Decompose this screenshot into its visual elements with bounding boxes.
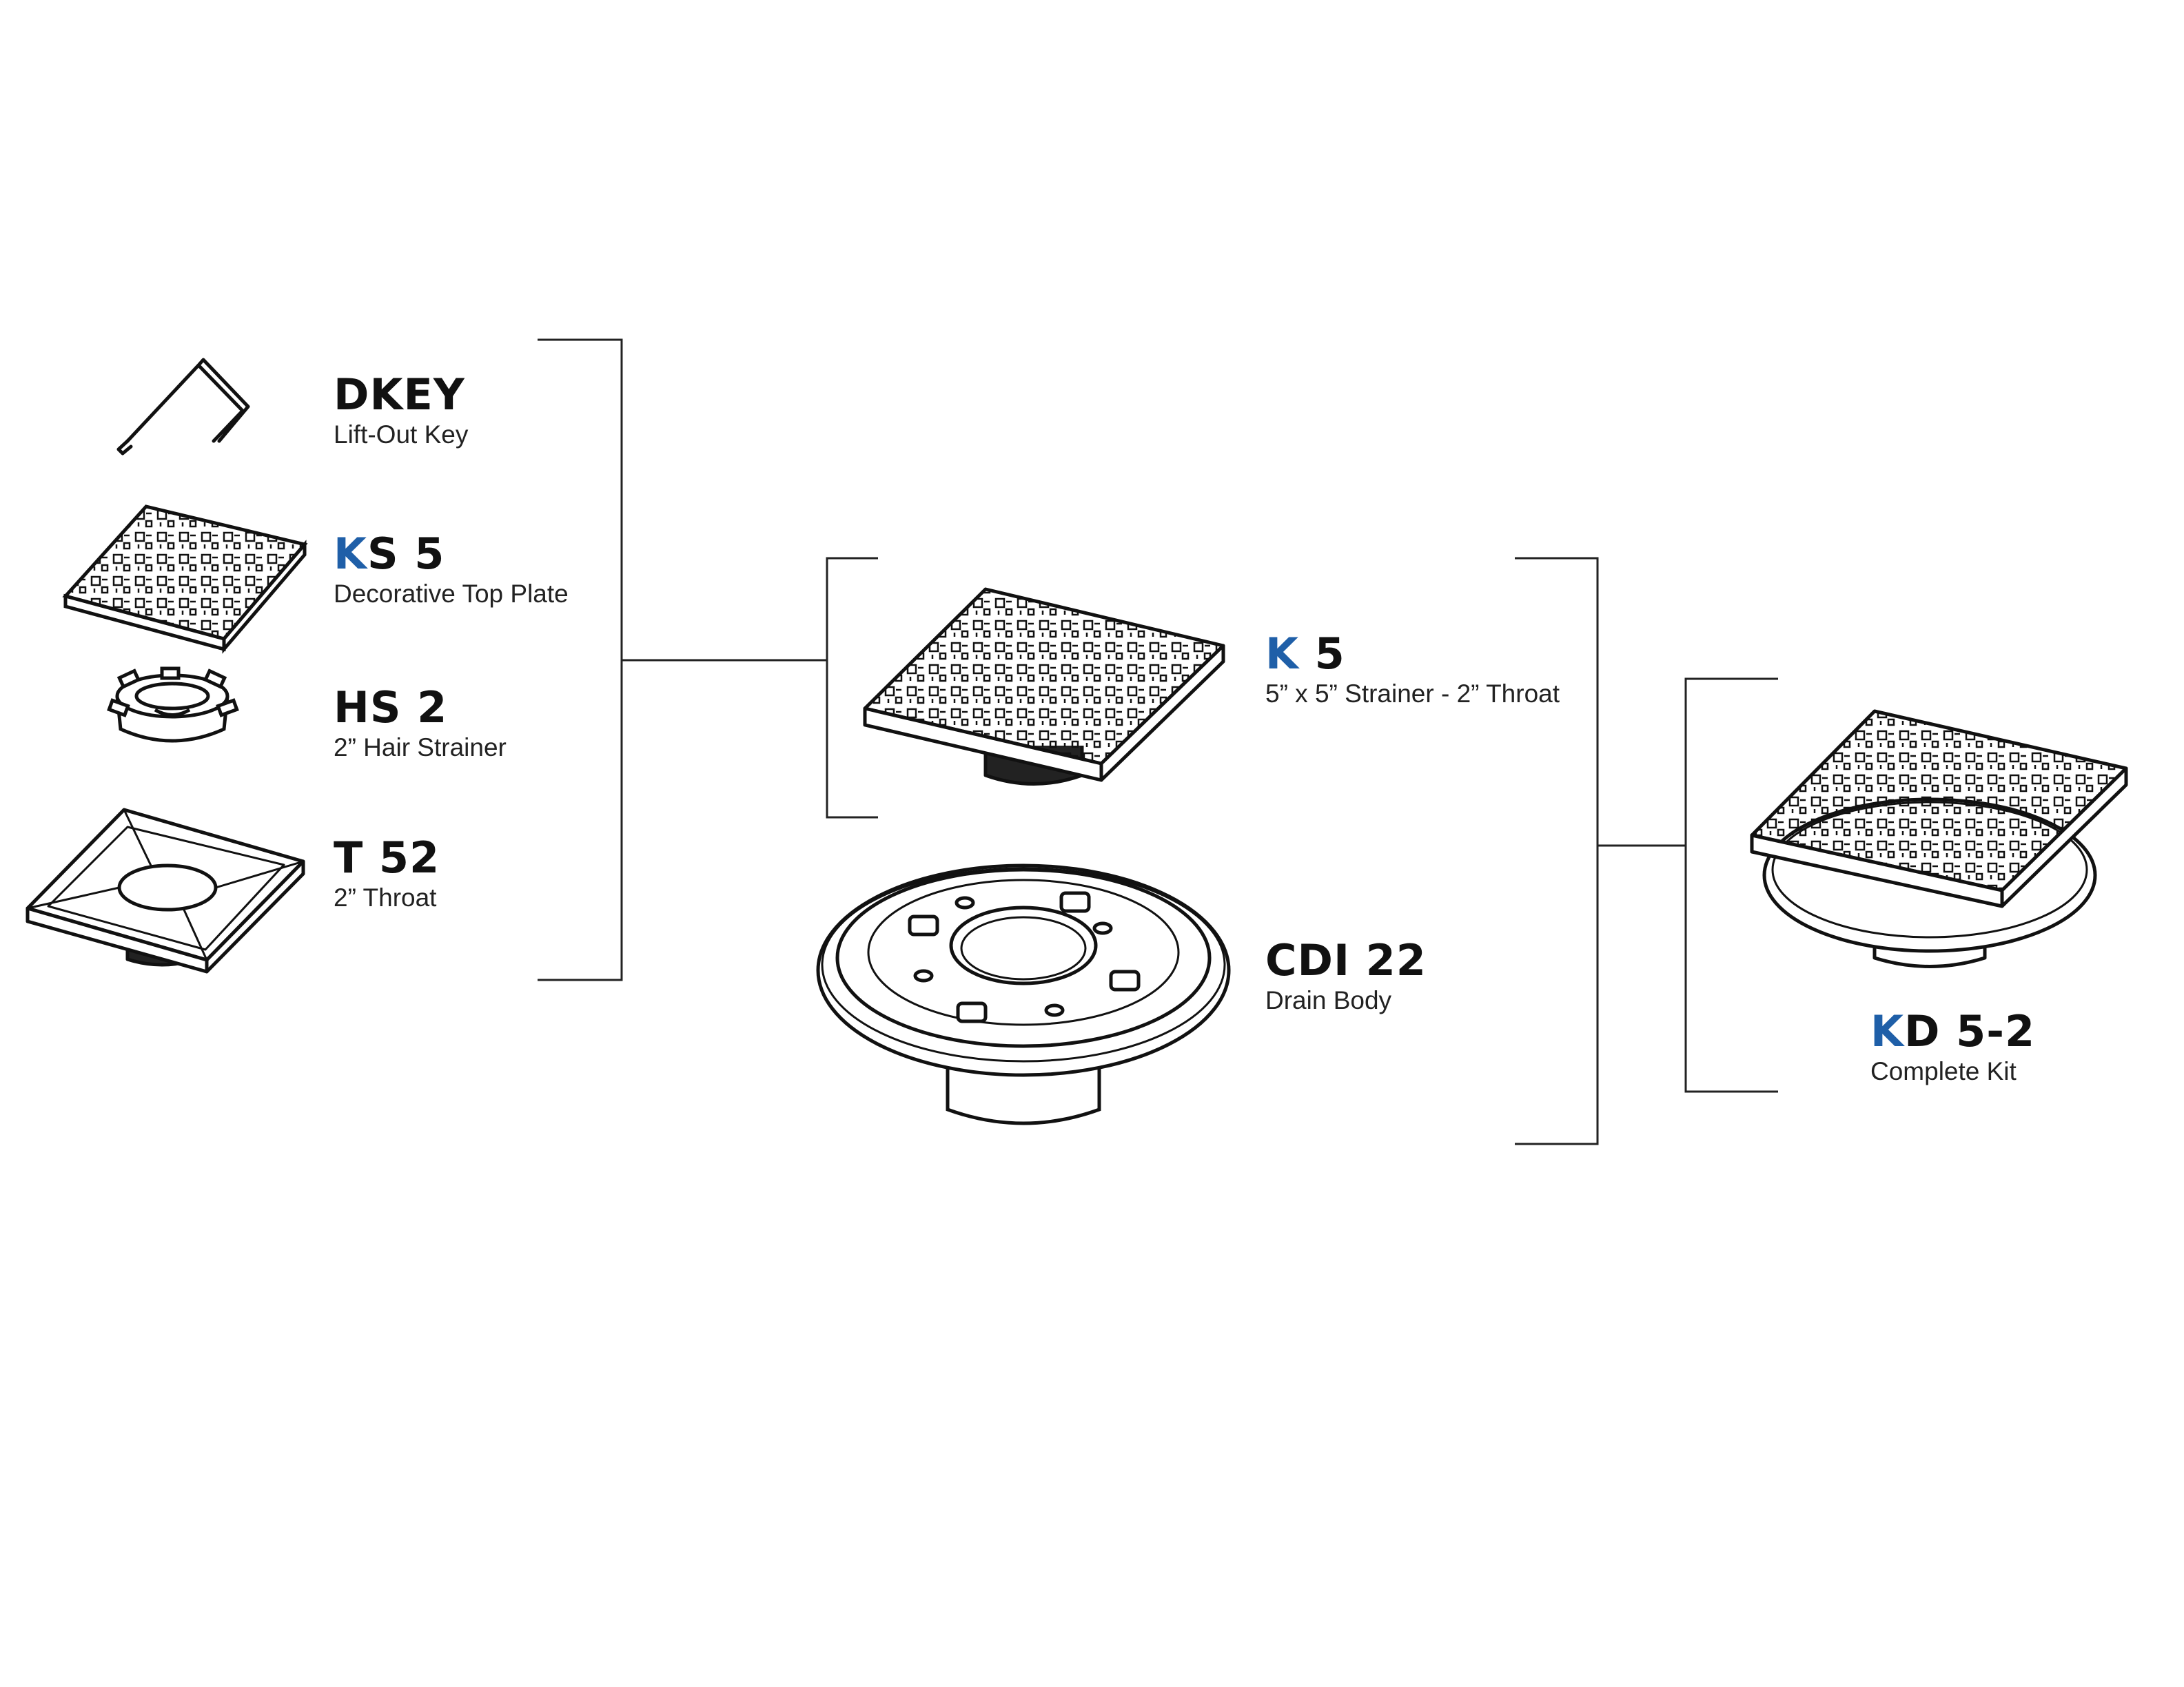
connector-lines [538,338,1778,1145]
assembly-left-bracket [826,557,878,819]
component-description: 2” Throat [334,883,437,912]
assembly-description: Drain Body [1265,986,1392,1014]
components-bracket [538,338,623,981]
component-label-t52: T 52 2” Throat [334,837,440,912]
kit-code: KD 5-2 [1870,1006,2036,1056]
component-label-dkey: DKEY Lift-Out Key [334,374,468,449]
component-code: T 52 [334,832,440,883]
component-description: Decorative Top Plate [334,580,569,608]
kit-label-kd52: KD 5-2 Complete Kit [1870,1010,2035,1086]
component-code: DKEY [334,369,465,420]
complete-kit-icon [1750,709,2128,968]
kit-bracket [1684,677,1778,1093]
assembly-label-cdi22: CDI 22 Drain Body [1265,939,1427,1015]
component-label-hs2: HS 2 2” Hair Strainer [334,686,507,762]
assembly-code: K 5 [1265,628,1345,679]
assembly-description: 5” x 5” Strainer - 2” Throat [1265,679,1560,708]
component-code: HS 2 [334,682,448,733]
hair-strainer-icon [107,666,239,743]
drain-body-icon [816,863,1231,1125]
assembly-label-k5: K 5 5” x 5” Strainer - 2” Throat [1265,633,1560,708]
component-description: Lift-Out Key [334,420,469,449]
throat-icon [25,808,305,974]
decorative-top-plate-icon [62,504,308,654]
assembly-code: CDI 22 [1265,935,1427,985]
component-code: KS 5 [334,529,445,579]
component-label-ks5: KS 5 Decorative Top Plate [334,533,569,609]
strainer-assembly-icon [863,587,1225,786]
lift-out-key-icon [116,358,250,456]
assembly-right-bracket [1515,557,1599,1145]
component-description: 2” Hair Strainer [334,733,507,761]
kit-description: Complete Kit [1870,1057,2017,1085]
